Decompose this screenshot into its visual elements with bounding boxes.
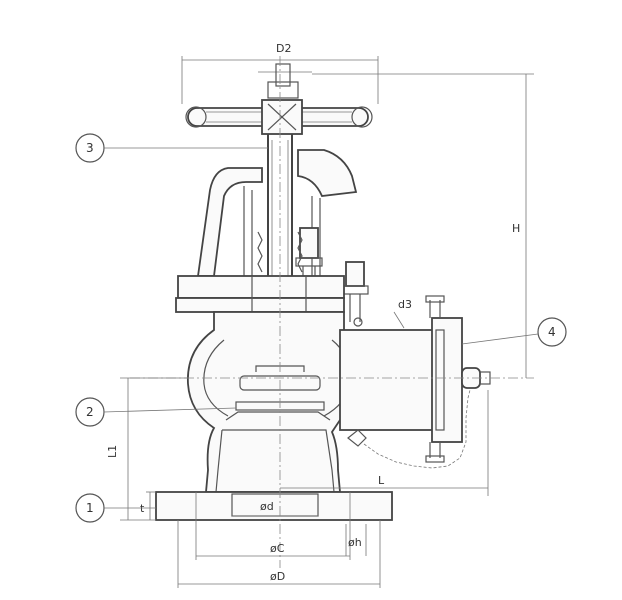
callout-3: 3 — [75, 133, 268, 163]
callout-4-label: 4 — [548, 325, 556, 339]
callout-1: 1 — [75, 493, 156, 523]
dim-d3: d3 — [398, 298, 412, 311]
dim-h: H — [512, 222, 520, 235]
dim-phi-d: ød — [260, 500, 274, 513]
callout-4: 4 — [461, 317, 567, 347]
dimension-lines — [120, 56, 534, 588]
dim-phi-c: øC — [270, 542, 285, 555]
dim-d2: D2 — [276, 42, 291, 55]
dim-phi-h: øh — [348, 536, 362, 549]
side-outlet — [339, 295, 491, 469]
dim-l: L — [378, 474, 385, 487]
base-flange — [155, 491, 393, 521]
dim-t: t — [140, 502, 145, 515]
dim-phi-d-outer: øD — [270, 570, 285, 583]
callout-2-label: 2 — [86, 405, 94, 419]
callout-2: 2 — [75, 397, 237, 427]
callout-1-label: 1 — [86, 501, 94, 515]
handwheel — [185, 63, 373, 135]
yoke — [196, 149, 358, 280]
callout-3-label: 3 — [86, 141, 94, 155]
dim-l1: L1 — [106, 445, 119, 458]
